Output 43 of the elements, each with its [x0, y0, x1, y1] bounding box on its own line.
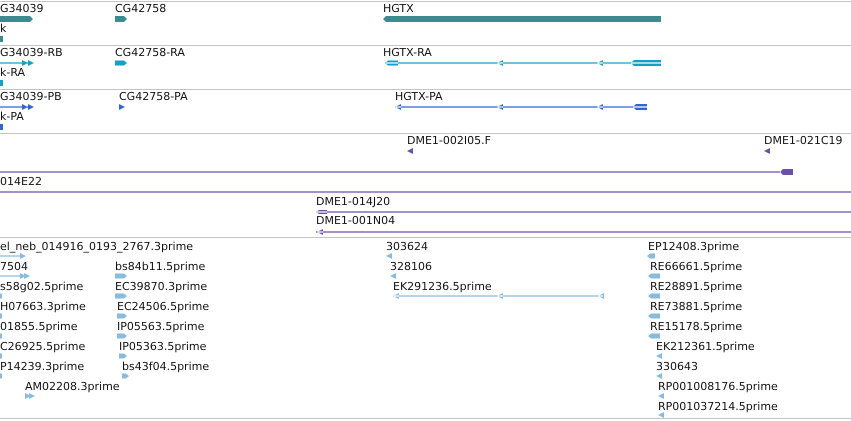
feature-label: P14239.3prime	[0, 360, 84, 373]
feature-label: bs43f04.5prime	[122, 360, 210, 373]
feature-label: G34039-RB	[0, 46, 63, 59]
feature-label: RP001008176.5prime	[658, 380, 778, 393]
feature-label: DME1-021C19	[764, 134, 843, 147]
feature-label: el_neb_014916_0193_2767.3prime	[0, 240, 194, 253]
feature-label: RE28891.5prime	[650, 280, 742, 293]
feature-label: HGTX-RA	[383, 46, 432, 59]
feature-label: H07663.3prime	[0, 300, 86, 313]
feature-label: EC39870.3prime	[115, 280, 208, 293]
feature-label: G34039-PB	[0, 90, 62, 103]
feature-label: RE15178.5prime	[650, 320, 742, 333]
feature-label: RP001037214.5prime	[658, 400, 778, 413]
feature-label: CG42758	[115, 2, 166, 15]
feature-label: EC24506.5prime	[117, 300, 210, 313]
feature-label: 014E22	[0, 175, 42, 188]
feature-label: C26925.5prime	[0, 340, 86, 353]
feature-label: EK291236.5prime	[393, 280, 492, 293]
feature-label: k	[0, 22, 6, 35]
feature-label: 303624	[386, 240, 428, 253]
feature-label: DME1-014J20	[316, 195, 390, 208]
feature-label: 7504	[0, 260, 28, 273]
feature-label: s58g02.5prime	[0, 280, 84, 293]
feature-label: CG42758-RA	[115, 46, 185, 59]
feature-label: k-RA	[0, 66, 26, 79]
feature-label: 328106	[390, 260, 432, 273]
feature-label: CG42758-PA	[119, 90, 188, 103]
feature-label: EK212361.5prime	[656, 340, 755, 353]
feature-label: G34039	[0, 2, 44, 15]
feature-label: AM02208.3prime	[25, 380, 120, 393]
feature-label: RE73881.5prime	[650, 300, 742, 313]
feature-label: DME1-002I05.F	[407, 134, 491, 147]
feature-label: HGTX	[383, 2, 414, 15]
feature-label: 01855.5prime	[0, 320, 78, 333]
feature-label: 330643	[656, 360, 698, 373]
feature-label: bs84b11.5prime	[115, 260, 206, 273]
feature-label: k-PA	[0, 110, 24, 123]
feature-label: IP05363.5prime	[119, 340, 206, 353]
feature-label: RE66661.5prime	[650, 260, 742, 273]
feature-label: IP05563.5prime	[117, 320, 204, 333]
feature-label: HGTX-PA	[395, 90, 443, 103]
feature-label: DME1-001N04	[316, 214, 396, 227]
feature-label: EP12408.3prime	[648, 240, 740, 253]
